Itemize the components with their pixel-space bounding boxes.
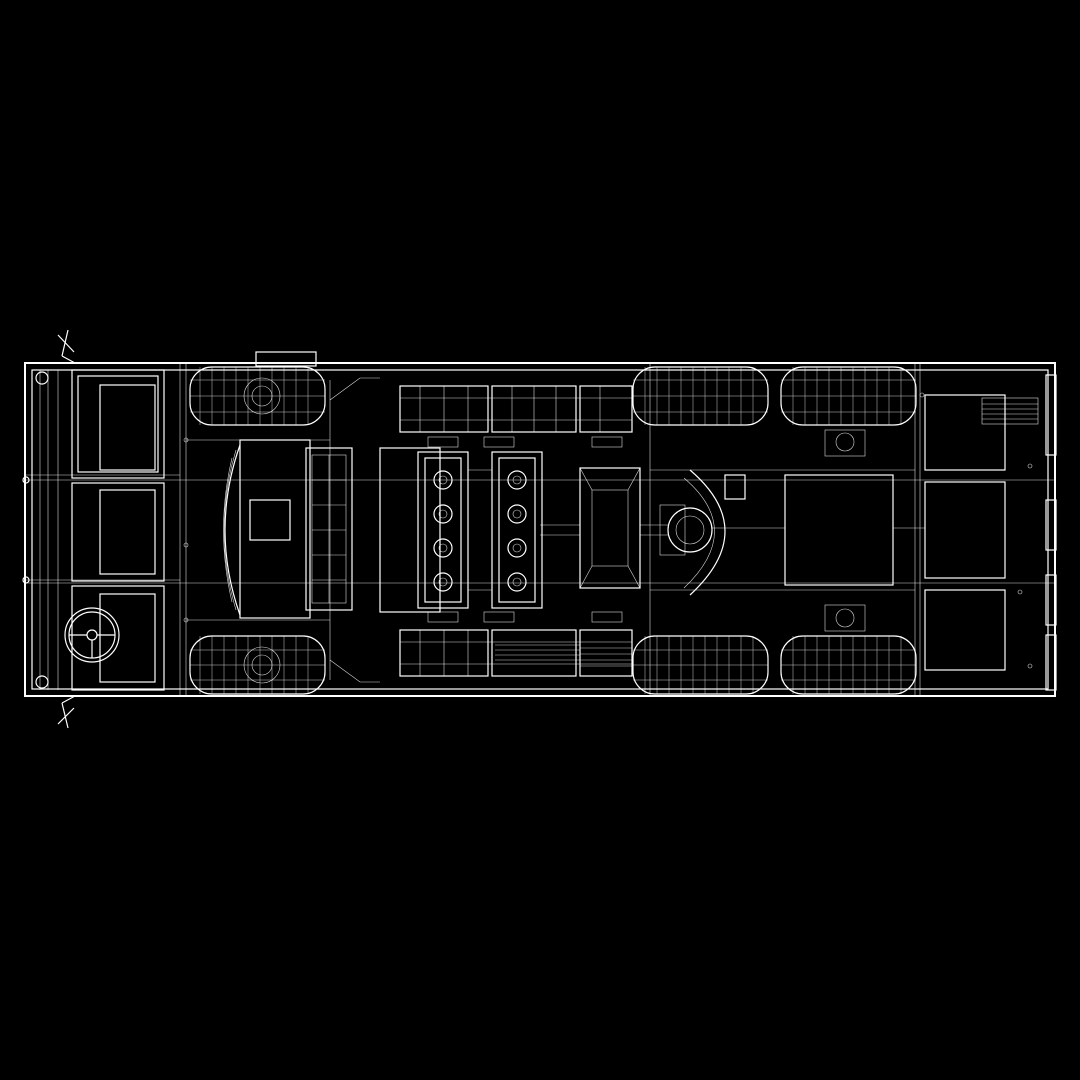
fuel-tank-top bbox=[399, 385, 633, 433]
tire-icon bbox=[189, 635, 326, 695]
tire-icon bbox=[189, 366, 326, 426]
rear-differential bbox=[650, 469, 915, 596]
fan-icon bbox=[433, 470, 527, 592]
tire-icon bbox=[632, 635, 769, 695]
radiator-block bbox=[305, 447, 353, 611]
cab-section bbox=[22, 369, 189, 691]
tire-icon bbox=[632, 366, 769, 426]
mirror-icon bbox=[57, 695, 76, 729]
transmission bbox=[579, 467, 641, 589]
steering-wheel-icon bbox=[64, 607, 120, 663]
mirror-icon bbox=[57, 329, 76, 364]
driveshaft bbox=[540, 524, 925, 536]
front-axle bbox=[186, 351, 380, 683]
fuel-tank-bottom bbox=[399, 629, 633, 677]
tire-icon bbox=[780, 604, 917, 695]
injector-brackets bbox=[427, 436, 623, 623]
engine-block bbox=[379, 447, 543, 613]
tire-icon bbox=[780, 366, 917, 457]
rear-frame bbox=[784, 374, 1057, 691]
chassis-outline bbox=[24, 362, 1056, 697]
